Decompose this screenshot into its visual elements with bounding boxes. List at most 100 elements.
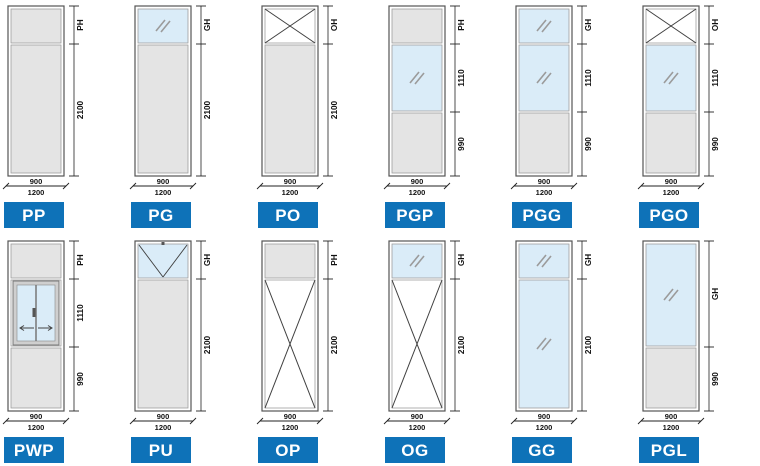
glass-shine-icon (409, 71, 425, 85)
section-panel (10, 8, 62, 44)
height-dim-label: 990 (76, 372, 85, 386)
section-glass (518, 243, 570, 279)
unit-code-badge: PGP (385, 202, 445, 228)
width-dim-inner: 900 (284, 177, 297, 186)
width-dim-inner: 900 (665, 177, 678, 186)
height-dimension-line (196, 240, 206, 412)
height-dim-label: GH (203, 19, 212, 31)
width-dim-outer: 1200 (536, 188, 553, 197)
latch-icon (161, 242, 165, 245)
width-dim-inner: 900 (30, 412, 43, 421)
width-dim-outer: 1200 (409, 188, 426, 197)
height-dimension-line (450, 5, 460, 177)
height-dimension-line (196, 5, 206, 177)
section-panel (264, 44, 316, 174)
width-dimension-line (510, 417, 578, 425)
unit-code-label: PGL (651, 441, 687, 460)
unit-code-label: PP (22, 206, 46, 225)
width-dim-outer: 1200 (28, 188, 45, 197)
height-dim-label: 990 (711, 372, 720, 386)
awning-vent-mark (138, 244, 188, 278)
height-dimension-line (704, 5, 714, 177)
section-panel (645, 347, 697, 409)
section-panel (137, 44, 189, 174)
unit-code-label: PGP (396, 206, 433, 225)
glass-shine-icon (155, 19, 171, 33)
width-dim-inner: 900 (30, 177, 43, 186)
section-panel (645, 112, 697, 174)
height-dimension-line (323, 5, 333, 177)
unit-code-badge: OG (385, 437, 445, 463)
unit-code-label: PGG (522, 206, 561, 225)
sliding-window (12, 280, 60, 346)
unit-code-badge: PGL (639, 437, 699, 463)
height-dimension-line (577, 240, 587, 412)
glass-shine-icon (409, 254, 425, 268)
unit-code-label: PO (275, 206, 301, 225)
glass-shine-icon (663, 288, 679, 302)
height-dim-label: 2100 (203, 335, 212, 354)
width-dim-inner: 900 (538, 177, 551, 186)
section-glass (518, 44, 570, 112)
section-panel (137, 279, 189, 409)
width-dim-outer: 1200 (409, 423, 426, 432)
section-glass (391, 44, 443, 112)
height-dim-label: 2100 (76, 100, 85, 119)
glass-shine-icon (536, 254, 552, 268)
section-glass (137, 8, 189, 44)
height-dim-label: 1110 (584, 69, 593, 87)
unit-code-label: PGO (649, 206, 688, 225)
height-dim-label: PH (457, 19, 466, 30)
height-dimension-line (450, 240, 460, 412)
section-panel (264, 243, 316, 279)
width-dim-outer: 1200 (28, 423, 45, 432)
section-panel (518, 112, 570, 174)
width-dimension-line (2, 182, 70, 190)
height-dimension-line (704, 240, 714, 412)
glass-shine-icon (663, 71, 679, 85)
height-dimension-line (69, 240, 79, 412)
unit-code-badge: PGO (639, 202, 699, 228)
width-dimension-line (637, 182, 705, 190)
height-dim-label: PH (76, 19, 85, 30)
section-panel (391, 8, 443, 44)
unit-code-badge: PWP (4, 437, 64, 463)
unit-code-badge: PU (131, 437, 191, 463)
height-dimension-line (323, 240, 333, 412)
height-dim-label: 1110 (76, 304, 85, 322)
section-glass (518, 279, 570, 409)
unit-code-label: PG (148, 206, 174, 225)
height-dim-label: 2100 (330, 335, 339, 354)
unit-code-badge: OP (258, 437, 318, 463)
height-dim-label: GH (203, 254, 212, 266)
opening-x-mark (391, 279, 443, 409)
height-dimension-line (577, 5, 587, 177)
height-dim-label: GH (584, 254, 593, 266)
section-panel (391, 112, 443, 174)
width-dim-outer: 1200 (155, 423, 172, 432)
width-dim-outer: 1200 (536, 423, 553, 432)
width-dim-outer: 1200 (282, 188, 299, 197)
width-dim-inner: 900 (411, 412, 424, 421)
section-panel (10, 347, 62, 409)
width-dimension-line (510, 182, 578, 190)
opening-x-mark (645, 8, 697, 44)
unit-code-label: OP (275, 441, 301, 460)
unit-code-badge: PGG (512, 202, 572, 228)
opening-x-mark (264, 279, 316, 409)
section-glass (391, 243, 443, 279)
unit-code-label: GG (528, 441, 555, 460)
unit-code-badge: PP (4, 202, 64, 228)
width-dim-inner: 900 (157, 177, 170, 186)
height-dimension-line (69, 5, 79, 177)
width-dim-inner: 900 (284, 412, 297, 421)
opening-x-mark (264, 8, 316, 44)
width-dimension-line (129, 417, 197, 425)
